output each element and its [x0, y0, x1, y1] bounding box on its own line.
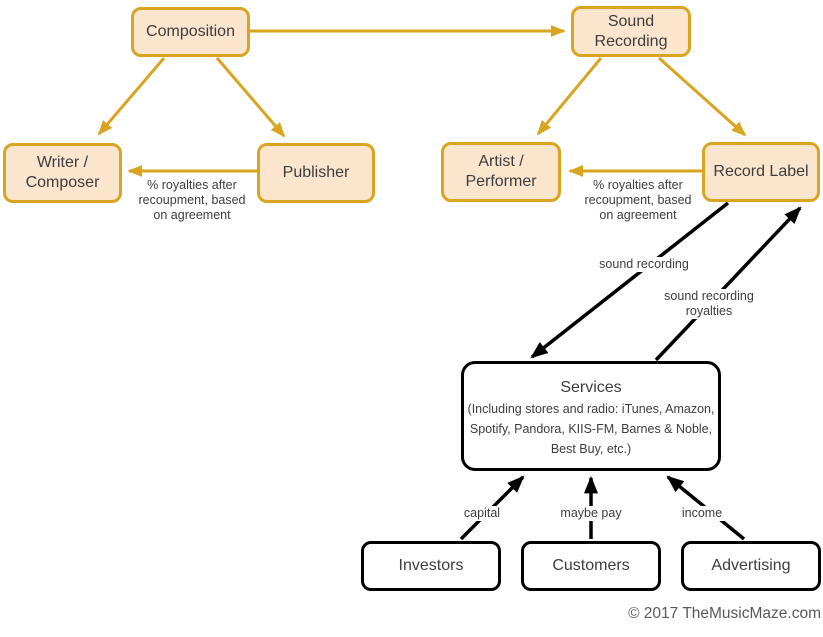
edge-label-record-label-royalties-note: % royalties after recoupment, based on a…: [581, 178, 695, 223]
node-writer-composer: Writer / Composer: [3, 143, 122, 203]
node-publisher: Publisher: [257, 143, 375, 203]
edge-label-capital: capital: [460, 506, 504, 521]
services-title: Services: [560, 379, 622, 396]
services-subtitle-line-1: (Including stores and radio: iTunes, Ama…: [467, 402, 715, 416]
edge-record-label-to-services: [530, 201, 730, 359]
node-record-label-label: Record Label: [713, 163, 809, 180]
royalties-note-line-2: recoupment, based: [584, 193, 692, 207]
sound-recording-royalties-line-1: sound recording: [664, 289, 754, 303]
copyright-text: © 2017 TheMusicMaze.com: [628, 605, 821, 622]
edge-composition-to-publisher: [215, 57, 286, 138]
node-record-label: Record Label: [702, 142, 820, 202]
node-publisher-label: Publisher: [282, 164, 350, 181]
services-subtitle-line-3: Best Buy, etc.): [550, 442, 632, 456]
node-customers-label: Customers: [552, 557, 630, 574]
node-sound-recording: Sound Recording: [571, 6, 691, 57]
edge-label-publisher-royalties-note: % royalties after recoupment, based on a…: [135, 178, 249, 223]
services-subtitle-line-2: Spotify, Pandora, KIIS-FM, Barnes & Nobl…: [469, 422, 713, 436]
services-subtitle: (Including stores and radio: iTunes, Ama…: [468, 399, 715, 459]
edge-composition-to-writer-composer: [97, 57, 166, 136]
node-composition: Composition: [131, 7, 250, 57]
edge-label-maybe-pay: maybe pay: [557, 506, 625, 521]
royalties-note-line-3: on agreement: [599, 208, 677, 222]
node-investors: Investors: [361, 541, 501, 591]
edge-label-sound-recording: sound recording: [596, 257, 692, 272]
node-artist-performer: Artist / Performer: [441, 142, 561, 202]
sound-recording-royalties-line-2: royalties: [685, 304, 733, 318]
node-advertising: Advertising: [681, 541, 821, 591]
node-artist-performer-label: Artist / Performer: [465, 153, 537, 190]
royalties-note-line-1: % royalties after: [147, 178, 237, 192]
node-composition-label: Composition: [146, 23, 235, 40]
node-writer-composer-label: Writer / Composer: [25, 154, 100, 191]
node-sound-recording-label: Sound Recording: [594, 12, 668, 50]
edge-sound-recording-to-artist-performer: [536, 57, 603, 136]
edge-label-sound-recording-royalties: sound recording royalties: [661, 289, 757, 319]
edge-sound-recording-to-record-label: [657, 56, 747, 137]
edge-services-to-record-label: [654, 206, 802, 362]
edge-label-income: income: [678, 506, 726, 521]
royalties-note-line-2: recoupment, based: [138, 193, 246, 207]
node-services: Services (Including stores and radio: iT…: [461, 361, 721, 471]
royalties-note-line-3: on agreement: [153, 208, 231, 222]
node-investors-label: Investors: [398, 557, 464, 574]
node-customers: Customers: [521, 541, 661, 591]
royalties-note-line-1: % royalties after: [593, 178, 683, 192]
node-advertising-label: Advertising: [711, 557, 791, 574]
